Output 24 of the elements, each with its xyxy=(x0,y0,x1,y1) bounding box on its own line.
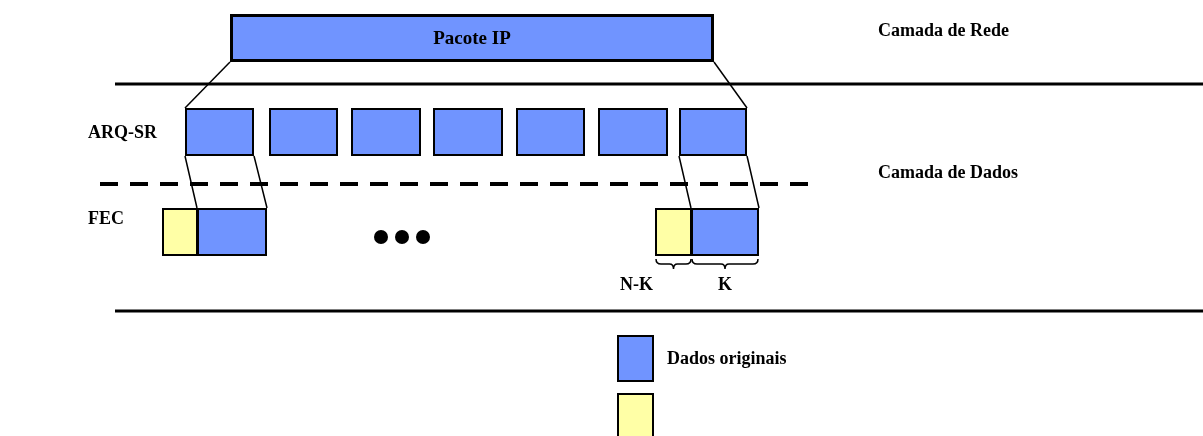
redundancy-block xyxy=(162,208,198,256)
data-block xyxy=(269,108,338,156)
data-block xyxy=(679,108,747,156)
bracket-label: K xyxy=(718,275,732,293)
expansion-line xyxy=(678,155,760,209)
expansion-line xyxy=(184,155,268,209)
protocol-label: FEC xyxy=(88,209,124,227)
data-block xyxy=(598,108,668,156)
legend-swatch xyxy=(617,393,654,436)
redundancy-block xyxy=(655,208,692,256)
expansion-line xyxy=(184,61,231,109)
layer-label: Camada de Dados xyxy=(878,163,1019,181)
layer-label: Camada de Rede xyxy=(878,21,1009,39)
data-block xyxy=(691,208,759,256)
data-block xyxy=(433,108,503,156)
bracket-label: N-K xyxy=(620,275,653,293)
protocol-label: ARQ-SR xyxy=(88,123,157,141)
legend-label: Dados originais xyxy=(667,349,787,367)
data-block xyxy=(197,208,267,256)
data-block xyxy=(516,108,585,156)
data-block xyxy=(185,108,254,156)
expansion-line xyxy=(713,61,748,109)
packet-box: Pacote IP xyxy=(230,14,714,62)
data-block xyxy=(351,108,421,156)
